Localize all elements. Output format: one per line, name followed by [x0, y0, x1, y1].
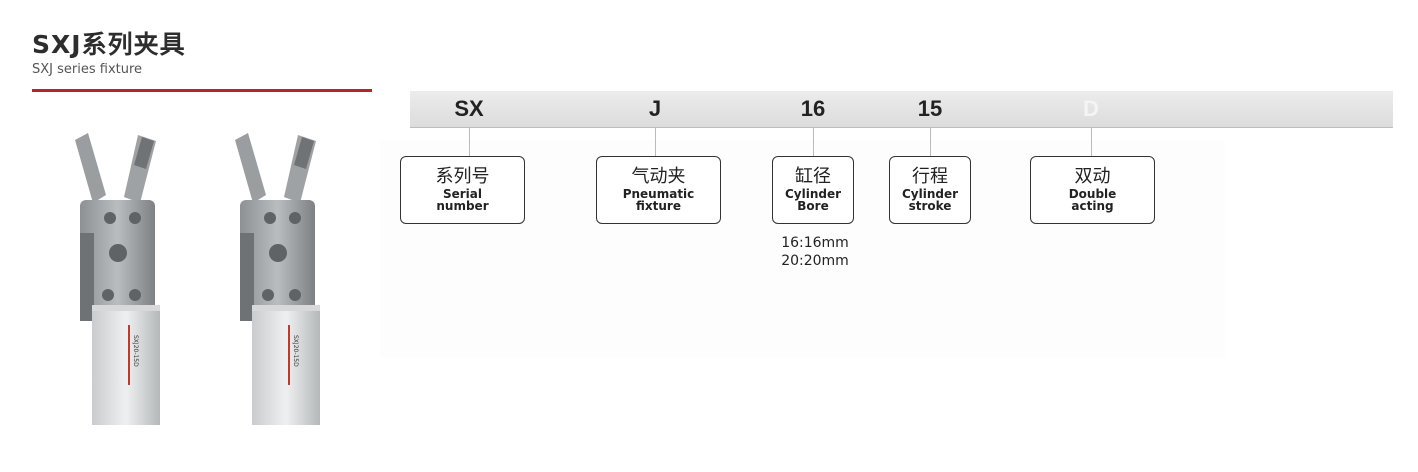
desc-type: 气动夹 Pneumatic fixture — [596, 156, 721, 224]
page-subtitle: SXJ series fixture — [32, 62, 143, 77]
gripper-image: SXJ20-15D — [75, 133, 160, 425]
desc-zh-label: 双动 — [1074, 166, 1111, 187]
code-stroke: 15 — [917, 96, 943, 121]
desc-en-line1: Pneumatic — [622, 187, 695, 201]
connector-line — [469, 128, 470, 156]
desc-en-line1: Cylinder — [784, 187, 842, 201]
desc-action: 双动 Double acting — [1030, 156, 1155, 224]
code-series: SX — [454, 96, 484, 121]
code-bore: 16 — [800, 96, 826, 121]
gripper-image: SXJ20-15D — [235, 133, 320, 425]
connector-line — [930, 128, 931, 156]
bore-option: 16:16mm — [781, 235, 849, 251]
desc-zh-label: 行程 — [912, 166, 948, 187]
desc-en-line2: stroke — [908, 199, 952, 213]
product-image-2: SXJ20-15D — [220, 125, 330, 430]
connector-line — [813, 128, 814, 156]
desc-en-line2: acting — [1071, 199, 1114, 213]
desc-zh-label: 气动夹 — [631, 166, 686, 187]
product-label: SXJ20-15D — [292, 335, 299, 367]
connector-line — [655, 128, 656, 156]
section-header: SXJ系列夹具 SXJ series fixture — [32, 30, 186, 78]
title-divider — [32, 89, 372, 92]
model-code-bar: SX J 16 15 D — [410, 91, 1393, 128]
desc-bore: 缸径 Cylinder Bore — [772, 156, 854, 224]
desc-en-line1: Cylinder — [901, 187, 959, 201]
desc-en-line1: Double — [1068, 187, 1117, 201]
desc-en-line1: Serial — [442, 187, 483, 201]
product-label: SXJ20-15D — [132, 335, 139, 367]
page-title: SXJ系列夹具 — [32, 30, 186, 59]
desc-en-line2: number — [436, 199, 489, 213]
product-image-1: SXJ20-15D — [60, 125, 170, 430]
desc-en-line2: Bore — [797, 199, 829, 213]
code-action: D — [1083, 96, 1099, 121]
code-type: J — [648, 96, 662, 121]
bore-options: 16:16mm 20:20mm — [770, 234, 860, 270]
desc-en-line2: fixture — [636, 199, 681, 213]
connector-line — [1091, 128, 1092, 156]
desc-series: 系列号 Serial number — [400, 156, 525, 224]
product-images: SXJ20-15D SXJ20-15D — [60, 125, 360, 430]
desc-zh-label: 系列号 — [435, 166, 490, 187]
desc-zh-label: 缸径 — [795, 166, 831, 187]
desc-stroke: 行程 Cylinder stroke — [889, 156, 971, 224]
bore-option: 20:20mm — [781, 253, 849, 269]
